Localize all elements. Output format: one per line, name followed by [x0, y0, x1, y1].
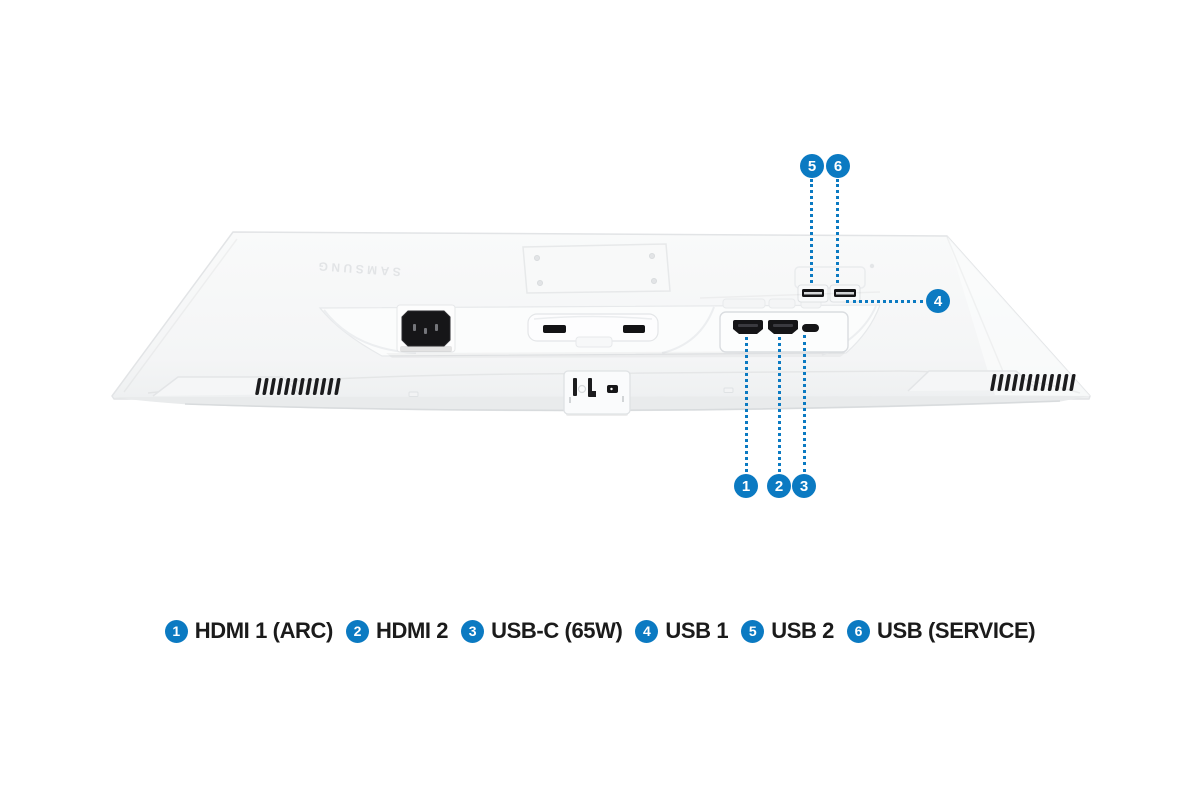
hdmi2-port: [768, 320, 798, 334]
band-clip-mark: [408, 391, 419, 397]
power-inlet: [396, 304, 456, 353]
callout-number: 3: [799, 477, 809, 495]
usb-port-left: [797, 284, 829, 303]
usbc-port: [802, 324, 819, 332]
stand-bracket: [563, 370, 631, 416]
rear-ports-panel: [719, 298, 849, 353]
legend-item-hdmi2: 2 HDMI 2: [345, 618, 449, 644]
leader-line-6: [836, 179, 839, 283]
legend-item-hdmi1: 1 HDMI 1 (ARC): [164, 618, 334, 644]
vesa-mount: [522, 243, 671, 294]
legend-label-3: USB-C (65W): [491, 618, 623, 643]
stand-slot-right: [623, 325, 645, 333]
hdmi1-port: [733, 320, 763, 334]
legend-badge-3: 3: [461, 619, 485, 643]
left-speaker-grille: [152, 376, 341, 397]
legend-badge-2: 2: [345, 619, 369, 643]
callout-number: 5: [807, 157, 817, 175]
legend-item-usb-service: 6 USB (SERVICE): [847, 618, 1036, 644]
legend-badge-5: 5: [741, 619, 765, 643]
leader-line-2: [778, 337, 781, 472]
ports-legend: 1 HDMI 1 (ARC) 2 HDMI 2 3 USB-C (65W) 4 …: [0, 618, 1200, 644]
svg-text:SAMSUNG: SAMSUNG: [315, 259, 402, 279]
right-speaker-grille: [907, 370, 1076, 392]
callout-badge-2: 2: [767, 474, 791, 498]
legend-label-2: HDMI 2: [375, 618, 449, 643]
legend-label-6: USB (SERVICE): [877, 618, 1036, 643]
leader-line-4: [846, 300, 923, 303]
callout-badge-4: 4: [926, 289, 950, 313]
callout-badge-3: 3: [792, 474, 816, 498]
legend-label-1: HDMI 1 (ARC): [194, 618, 334, 643]
legend-badge-6: 6: [847, 619, 871, 643]
usb-port-right: [829, 284, 861, 303]
stand-mount-recess: [527, 313, 659, 348]
callout-badge-6: 6: [826, 154, 850, 178]
stand-slot-left: [543, 325, 566, 333]
legend-label-4: USB 1: [665, 618, 729, 643]
callout-badge-5: 5: [800, 154, 824, 178]
top-usb-ports: [699, 263, 881, 303]
legend-label-5: USB 2: [771, 618, 835, 643]
callout-number: 6: [833, 157, 843, 175]
band-clip-mark: [723, 387, 734, 393]
leader-line-5: [810, 179, 813, 283]
callout-badge-1: 1: [734, 474, 758, 498]
legend-item-usbc: 3 USB-C (65W): [461, 618, 623, 644]
samsung-logo: SAMSUNG: [315, 259, 402, 279]
leader-line-3: [803, 335, 806, 472]
callout-number: 4: [933, 292, 943, 310]
legend-item-usb1: 4 USB 1: [635, 618, 729, 644]
leader-line-1: [745, 337, 748, 472]
callout-number: 2: [774, 477, 784, 495]
kensington-lock-icon: [607, 385, 618, 393]
legend-badge-4: 4: [635, 619, 659, 643]
callout-number: 1: [741, 477, 751, 495]
legend-item-usb2: 5 USB 2: [741, 618, 834, 644]
legend-badge-1: 1: [164, 619, 188, 643]
